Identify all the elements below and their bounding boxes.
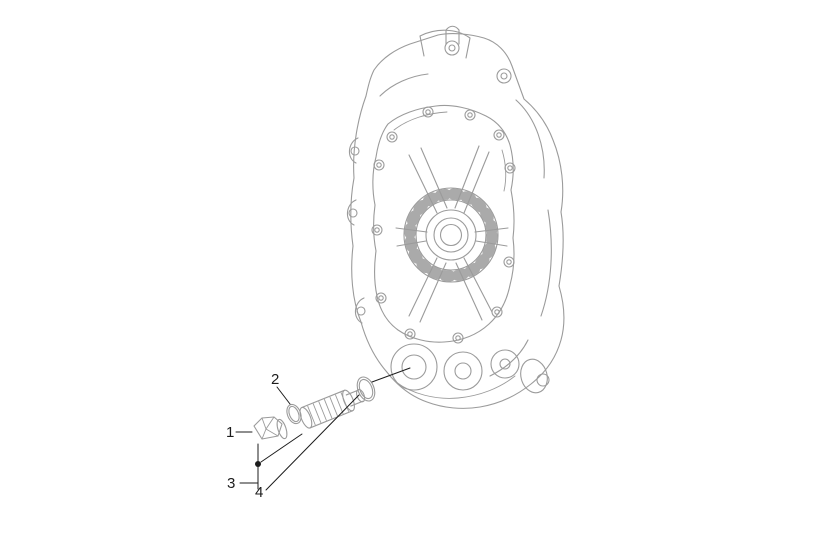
dot-leader (260, 433, 303, 463)
filter-assembly-parts (253, 376, 376, 440)
case-left-ears (346, 137, 366, 324)
cover-bolt-holes (371, 106, 516, 344)
case-outer-outline (350, 33, 565, 409)
assembly-dot (255, 461, 261, 467)
oil-filter-boss (390, 343, 438, 391)
hex-plug-part-1 (253, 416, 288, 440)
callout-2-label: 2 (271, 371, 279, 388)
callout-4-label: 4 (255, 484, 263, 501)
center-hub (403, 187, 499, 283)
callout-4-leader (265, 394, 360, 491)
callout-1-label: 1 (226, 424, 234, 441)
bottom-bosses (390, 343, 550, 399)
gear-teeth-ring (404, 188, 498, 282)
top-stud-details (379, 25, 512, 97)
callout-3-label: 3 (227, 475, 235, 492)
filter-cartridge-part (299, 388, 366, 429)
assembly-to-case-leader (371, 367, 411, 383)
case-right-arcs (489, 99, 552, 377)
callout-2-leader (276, 386, 291, 405)
o-ring-part-2 (286, 403, 302, 425)
engine-crankcase-drawing (346, 25, 565, 409)
cover-ribs (395, 145, 509, 323)
callouts: 1 2 3 4 (226, 367, 411, 501)
o-ring-part-4 (356, 376, 376, 402)
